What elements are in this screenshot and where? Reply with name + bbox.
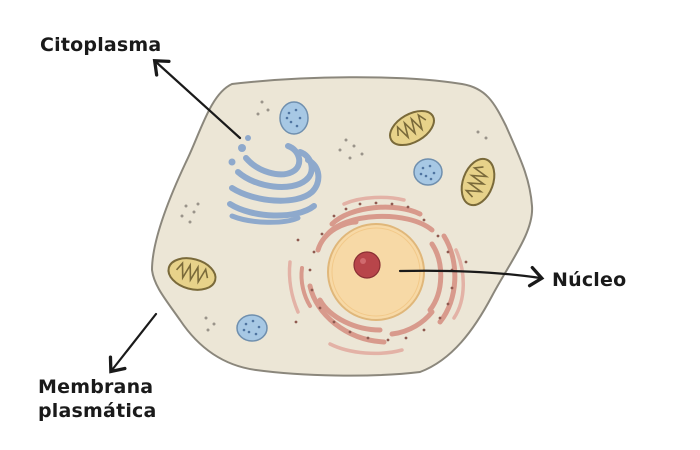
golgi-apparatus: [227, 135, 322, 225]
endoplasmic-reticulum: [287, 195, 465, 356]
label-plasma-membrane: Membrana plasmática: [38, 376, 157, 424]
label-cytoplasm: Citoplasma: [40, 34, 162, 56]
label-nucleus: Núcleo: [552, 269, 627, 291]
label-membrane-line1: Membrana: [38, 376, 154, 398]
membrane-arrow: [108, 312, 158, 374]
label-membrane-line2: plasmática: [38, 399, 157, 422]
nucleus: [327, 223, 425, 321]
mitochondria: [167, 109, 496, 291]
nucleus-arrow: [398, 265, 545, 288]
label-arrows: [108, 59, 545, 374]
vesicles: [236, 101, 443, 342]
ribosomes: [180, 100, 488, 332]
cytoplasm-arrow: [152, 59, 242, 140]
